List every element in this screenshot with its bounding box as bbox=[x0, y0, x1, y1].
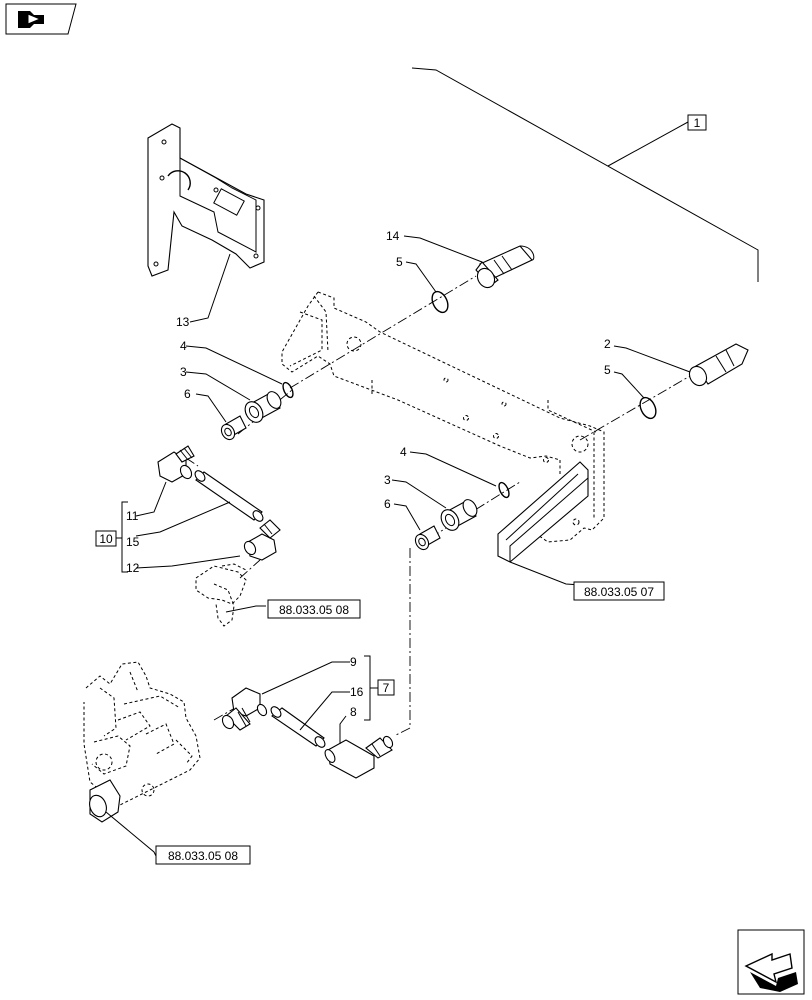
elbow-fitting-11 bbox=[135, 445, 195, 517]
forward-arrow-icon bbox=[744, 952, 798, 992]
callout-5a[interactable]: 5 bbox=[396, 255, 403, 269]
elbow-fitting-9 bbox=[221, 661, 350, 731]
adapter-3-lower bbox=[391, 479, 478, 531]
tube-16 bbox=[270, 691, 350, 748]
main-bracket-phantom bbox=[281, 291, 605, 543]
callout-1[interactable]: 1 bbox=[687, 114, 707, 131]
svg-text:88.033.05 08: 88.033.05 08 bbox=[279, 603, 349, 617]
phantom-valve-block bbox=[83, 661, 201, 857]
o-ring-4-lower bbox=[409, 451, 510, 499]
callout-3a[interactable]: 3 bbox=[180, 365, 187, 379]
lower-support-plate bbox=[497, 461, 659, 591]
phantom-valve-fitting bbox=[195, 563, 266, 627]
callout-6a[interactable]: 6 bbox=[184, 387, 191, 401]
part-1-leader bbox=[411, 67, 759, 282]
callout-4a[interactable]: 4 bbox=[180, 339, 187, 353]
adapter-6-lower bbox=[393, 503, 441, 551]
callout-2[interactable]: 2 bbox=[604, 337, 611, 351]
prev-page-button[interactable] bbox=[5, 3, 77, 35]
svg-text:88.033.05 07: 88.033.05 07 bbox=[584, 585, 654, 599]
o-ring-5-right bbox=[613, 371, 657, 420]
adapter-6-upper bbox=[195, 393, 247, 441]
tube-15 bbox=[135, 470, 264, 537]
callout-3b[interactable]: 3 bbox=[384, 473, 391, 487]
callout-7[interactable]: 7 bbox=[377, 679, 395, 696]
callout-4b[interactable]: 4 bbox=[400, 445, 407, 459]
callout-8[interactable]: 8 bbox=[350, 705, 357, 719]
callout-15[interactable]: 15 bbox=[126, 535, 140, 549]
callout-11[interactable]: 11 bbox=[126, 509, 139, 523]
assembly-centerlines bbox=[185, 275, 691, 737]
kit-10-bracket bbox=[116, 501, 128, 573]
svg-text:10: 10 bbox=[99, 532, 113, 546]
callout-6b[interactable]: 6 bbox=[384, 497, 391, 511]
reference-link-right[interactable]: 88.033.05 07 bbox=[573, 581, 665, 601]
callout-5b[interactable]: 5 bbox=[604, 363, 611, 377]
quick-coupler-14 bbox=[403, 235, 535, 289]
quick-coupler-2 bbox=[613, 343, 749, 387]
elbow-fitting-8 bbox=[324, 715, 394, 779]
o-ring-5-top bbox=[405, 261, 449, 314]
callout-10[interactable]: 10 bbox=[95, 530, 117, 547]
o-ring-4-upper bbox=[185, 345, 294, 399]
callout-14[interactable]: 14 bbox=[386, 229, 400, 243]
kit-7-bracket bbox=[364, 655, 378, 721]
back-arrow-icon bbox=[18, 11, 44, 28]
svg-text:7: 7 bbox=[383, 681, 390, 695]
callout-12[interactable]: 12 bbox=[126, 561, 140, 575]
svg-text:1: 1 bbox=[694, 116, 701, 130]
adapter-3-upper bbox=[185, 371, 282, 423]
reference-link-bottom[interactable]: 88.033.05 08 bbox=[155, 845, 251, 865]
elbow-fitting-12 bbox=[135, 519, 281, 569]
svg-text:88.033.05 08: 88.033.05 08 bbox=[168, 849, 238, 863]
support-plate-13 bbox=[147, 123, 265, 323]
callout-9[interactable]: 9 bbox=[350, 655, 357, 669]
callout-13[interactable]: 13 bbox=[176, 315, 190, 329]
reference-link-top[interactable]: 88.033.05 08 bbox=[267, 599, 361, 619]
next-page-button[interactable] bbox=[737, 929, 805, 995]
callout-16[interactable]: 16 bbox=[350, 685, 364, 699]
